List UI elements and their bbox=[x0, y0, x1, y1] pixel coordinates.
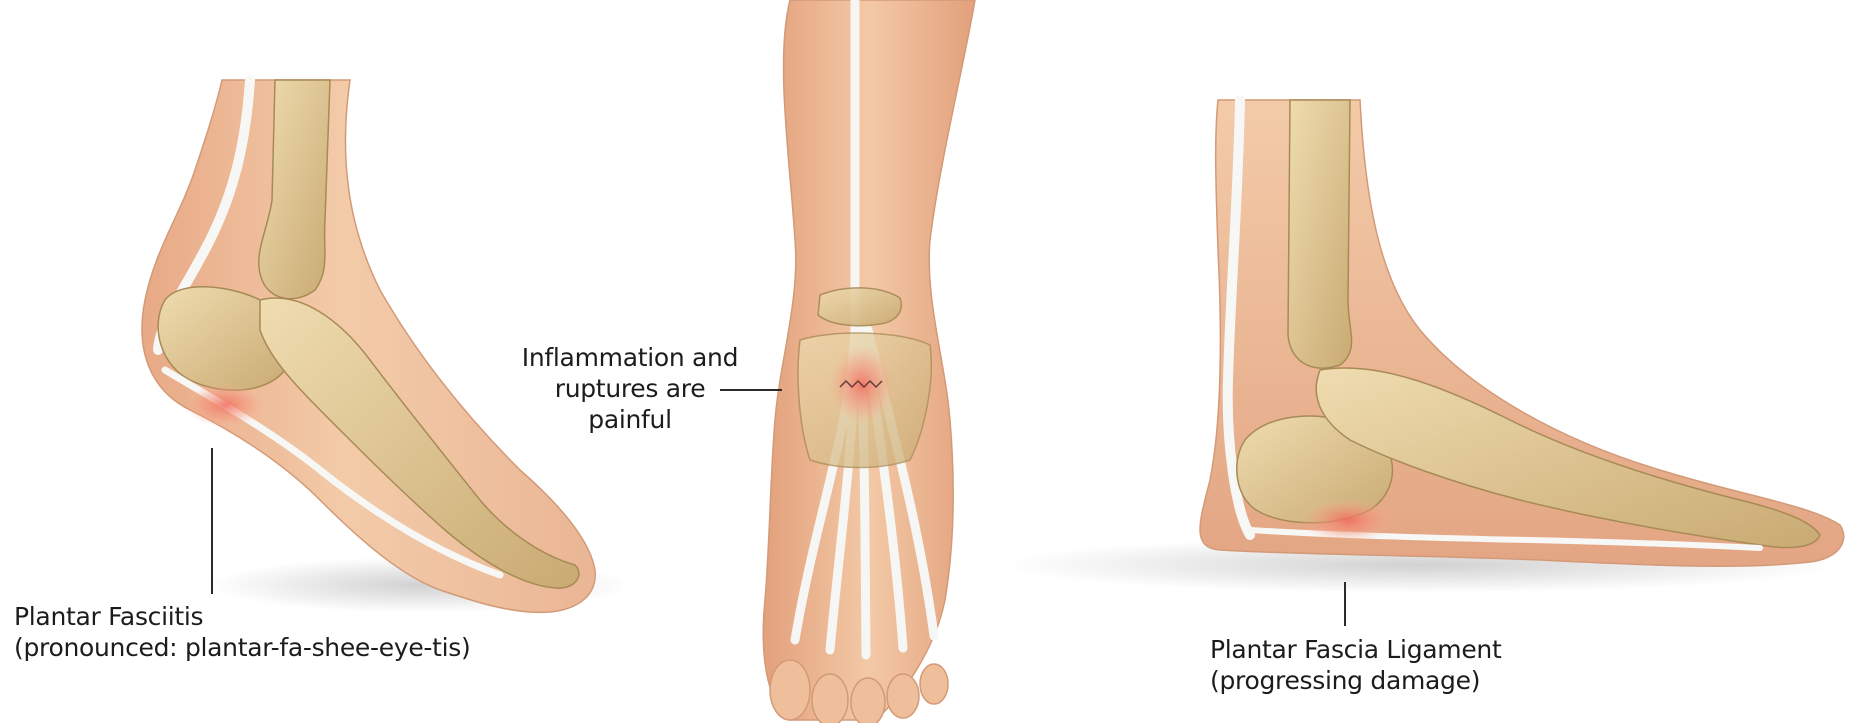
center-ankle-bones bbox=[818, 288, 901, 326]
right-annotation-label: Plantar Fascia Ligament (progressing dam… bbox=[1210, 634, 1501, 696]
center-label-line1: Inflammation and bbox=[520, 342, 740, 373]
right-label-title: Plantar Fascia Ligament bbox=[1210, 634, 1501, 665]
right-inflammation-spot bbox=[1300, 498, 1396, 542]
center-annotation-label: Inflammation and ruptures are painful bbox=[520, 342, 740, 435]
left-label-title: Plantar Fasciitis bbox=[14, 601, 470, 632]
center-label-line3: painful bbox=[520, 404, 740, 435]
center-label-line2: ruptures are bbox=[520, 373, 740, 404]
left-inflammation-spot bbox=[185, 383, 265, 427]
right-label-leader-line bbox=[1344, 582, 1346, 626]
left-label-subtitle: (pronounced: plantar-fa-shee-eye-tis) bbox=[14, 632, 470, 663]
right-tibia-bone bbox=[1288, 100, 1352, 368]
right-label-subtitle: (progressing damage) bbox=[1210, 665, 1501, 696]
left-label-leader-line bbox=[211, 448, 213, 594]
left-annotation-label: Plantar Fasciitis (pronounced: plantar-f… bbox=[14, 601, 470, 663]
center-foot-illustration bbox=[763, 0, 975, 723]
right-foot-illustration bbox=[1000, 100, 1844, 593]
